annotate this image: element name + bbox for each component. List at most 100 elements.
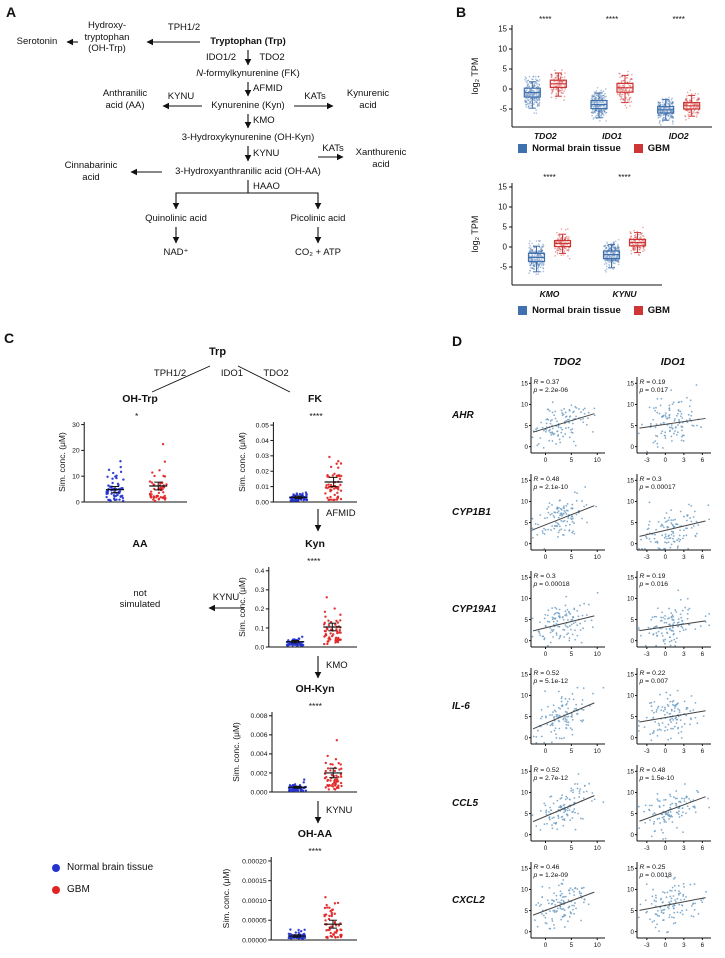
svg-text:0.04: 0.04 [256,438,269,445]
svg-text:6: 6 [701,845,705,852]
legend-c-label-normal: Normal brain tissue [67,862,154,873]
svg-text:3: 3 [682,845,686,852]
svg-text:-3: -3 [644,554,650,561]
sim-title-oh-kyn: OH-Kyn [295,683,335,695]
svg-text:10: 10 [594,457,602,464]
d-col-header-ido1: IDO1 [660,356,686,368]
svg-text:20: 20 [72,448,80,455]
svg-text:5: 5 [524,520,528,527]
sim-enzyme-tdo2: TDO2 [263,368,289,379]
svg-text:0: 0 [524,735,528,742]
svg-text:3: 3 [682,651,686,658]
svg-text:10: 10 [72,473,80,480]
sim-enzyme-kmo: KMO [326,660,348,671]
svg-text:15: 15 [521,769,529,776]
svg-text:R = 0.3: R = 0.3 [640,476,662,483]
svg-text:Sim. conc. (μM): Sim. conc. (μM) [232,722,241,782]
svg-text:10: 10 [594,651,602,658]
svg-text:p = 2.1e-10: p = 2.1e-10 [533,484,569,491]
svg-text:15: 15 [521,866,529,873]
svg-text:0.004: 0.004 [250,751,267,758]
svg-text:0.03: 0.03 [256,453,269,460]
svg-text:0.4: 0.4 [255,568,265,575]
svg-text:0.00010: 0.00010 [242,898,267,905]
svg-text:0: 0 [664,942,668,949]
svg-text:0.02: 0.02 [256,469,269,476]
svg-text:10: 10 [627,693,635,700]
sim-enzyme-ido1: IDO1 [220,368,244,379]
svg-text:-3: -3 [644,845,650,852]
pathway-node-oh-kyn: 3-Hydroxykynurenine (OH-Kyn) [181,132,315,143]
svg-text:15: 15 [521,575,529,582]
svg-text:5: 5 [524,811,528,818]
svg-text:15: 15 [498,25,507,34]
svg-text:p = 1.5e-10: p = 1.5e-10 [639,775,675,782]
svg-text:-5: -5 [500,263,508,272]
svg-text:-3: -3 [644,748,650,755]
svg-text:Sim. conc. (μM): Sim. conc. (μM) [58,432,67,492]
svg-text:10: 10 [521,402,529,409]
legend-label-gbm: GBM [647,143,670,154]
legend-b2: Normal brain tissue GBM [470,305,718,316]
svg-text:0: 0 [524,929,528,936]
sim-aa-not-simulated: not simulated [119,588,161,610]
svg-text:5: 5 [630,811,634,818]
svg-text:p = 0.016: p = 0.016 [639,581,669,588]
svg-text:KYNU: KYNU [612,289,637,299]
sim-title-oh-aa: OH-AA [297,828,333,840]
svg-text:10: 10 [627,402,635,409]
svg-text:15: 15 [627,672,635,679]
svg-text:0: 0 [664,457,668,464]
svg-text:15: 15 [521,381,529,388]
svg-text:p = 0.00018: p = 0.00018 [533,581,570,588]
svg-text:****: **** [543,173,555,182]
svg-text:0.000: 0.000 [250,789,267,796]
svg-text:15: 15 [627,769,635,776]
pathway-node-cinnabarinic-acid: Cinnabarinic acid [64,160,118,183]
svg-text:10: 10 [594,942,602,949]
legend-swatch-gbm [633,144,643,153]
svg-text:10: 10 [594,845,602,852]
svg-text:R = 0.19: R = 0.19 [640,379,666,386]
d-row-label-cyp19a1: CYP19A1 [452,604,497,615]
pathway-enzyme-kynu-a: KYNU [167,91,195,102]
svg-text:15: 15 [627,866,635,873]
svg-text:****: **** [606,15,618,24]
svg-text:Sim. conc. (μM): Sim. conc. (μM) [238,577,247,637]
svg-text:10: 10 [627,887,635,894]
pathway-enzyme-kynu-b: KYNU [253,148,280,159]
legend-label-normal-2: Normal brain tissue [532,305,621,316]
svg-text:0: 0 [664,554,668,561]
svg-text:0: 0 [524,541,528,548]
svg-text:0.00000: 0.00000 [242,937,267,944]
legend-c-gbm: GBM [52,884,90,895]
svg-text:3: 3 [682,457,686,464]
svg-text:R = 0.19: R = 0.19 [640,573,666,580]
svg-text:p = 0.0018: p = 0.0018 [639,872,673,879]
svg-text:0.1: 0.1 [255,625,265,632]
svg-text:0: 0 [524,638,528,645]
panel-d-label: D [452,333,463,349]
legend-c-label-gbm: GBM [67,884,90,895]
svg-text:0: 0 [664,748,668,755]
svg-text:p = 5.1e-12: p = 5.1e-12 [533,678,569,685]
svg-text:-3: -3 [644,457,650,464]
svg-text:10: 10 [627,790,635,797]
pathway-enzyme-ido12: IDO1/2 [205,52,237,63]
pathway-node-oh-trp: Hydroxy- tryptophan (OH-Trp) [84,20,130,54]
svg-text:0: 0 [630,638,634,645]
svg-text:5: 5 [630,714,634,721]
svg-text:*: * [135,411,139,421]
svg-text:R = 0.46: R = 0.46 [534,864,560,871]
svg-text:5: 5 [630,520,634,527]
svg-text:log₂ TPM: log₂ TPM [470,58,480,95]
svg-text:log₂ TPM: log₂ TPM [470,216,480,253]
svg-text:10: 10 [521,887,529,894]
svg-text:-3: -3 [644,651,650,658]
svg-text:6: 6 [701,748,705,755]
